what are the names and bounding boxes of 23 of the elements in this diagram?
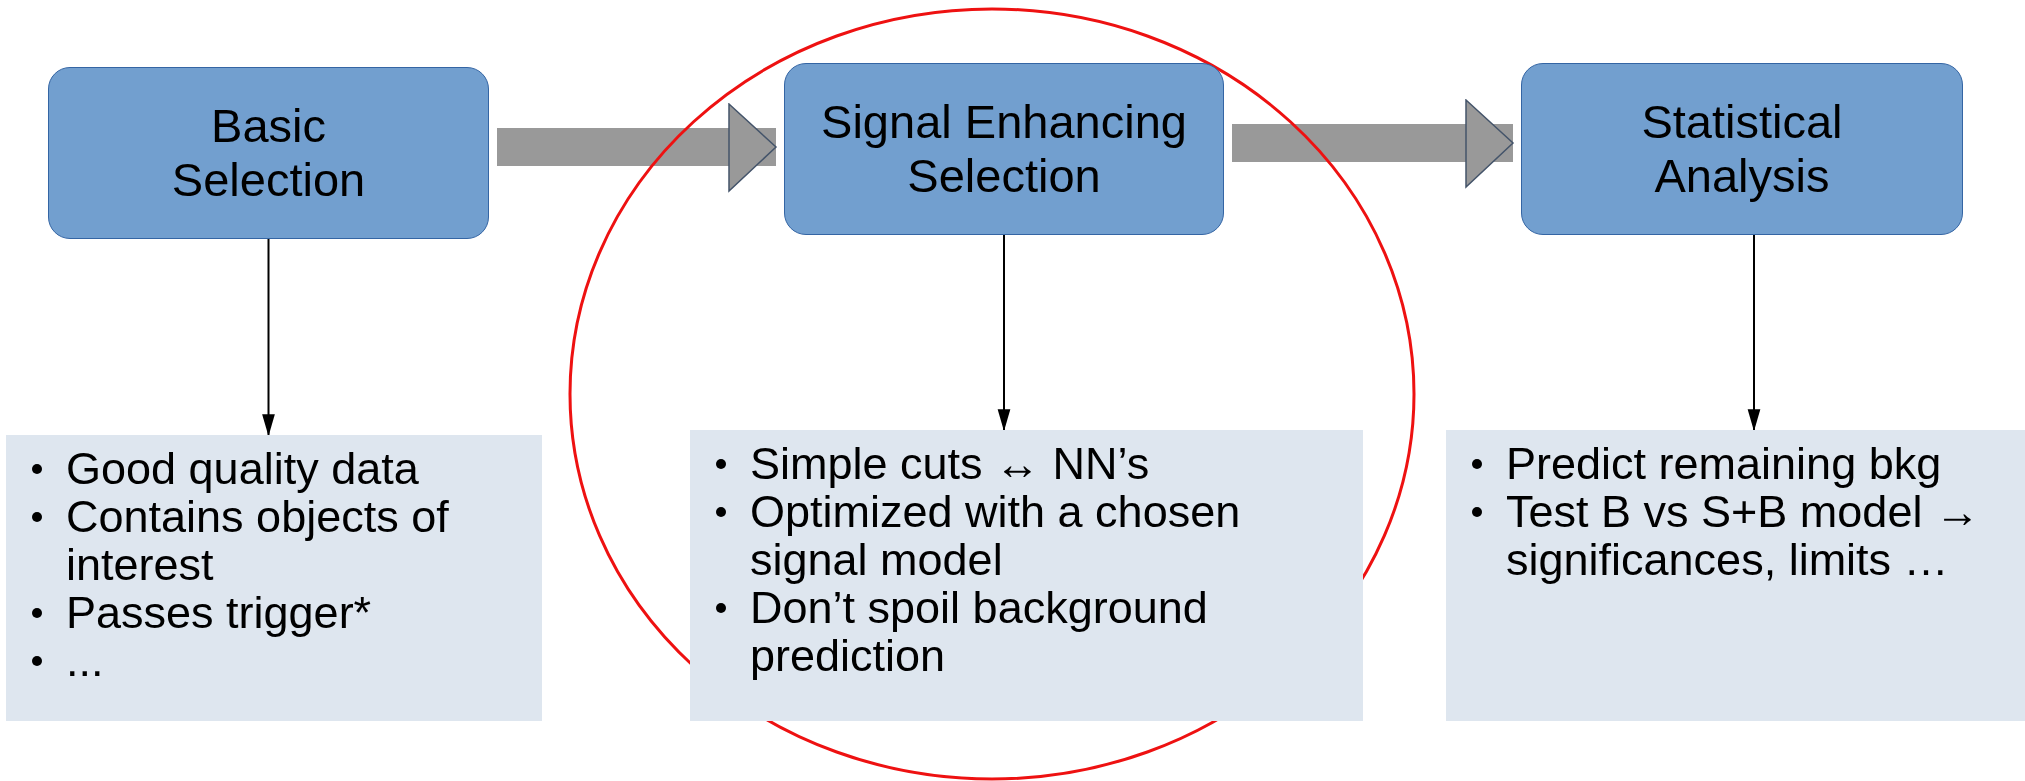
process-box <box>48 67 489 239</box>
list-item: Simple cuts ↔ NN’s <box>750 440 1150 488</box>
step-title: Statistical Analysis <box>1640 95 1844 203</box>
step-title: Basic Selection <box>170 99 367 207</box>
process-box <box>784 63 1224 235</box>
bullet-list-panel <box>6 435 542 721</box>
arrow <box>1747 234 1761 432</box>
bullet-list-panel <box>690 430 1363 721</box>
process-box <box>1521 63 1963 235</box>
block-arrow <box>497 103 777 192</box>
list-item: Test B vs S+B model → significances, limits … <box>1506 488 1981 584</box>
list-item: Optimized with a chosen signal model <box>750 488 1242 584</box>
list-item: Good quality data <box>66 445 419 493</box>
arrow <box>997 234 1011 432</box>
list-item: Don’t spoil background prediction <box>750 584 1209 680</box>
list-item: ... <box>66 637 104 685</box>
bullet-list-panel <box>1446 430 2025 721</box>
list-item: Passes trigger* <box>66 589 372 637</box>
arrow <box>262 238 275 437</box>
list-item: Predict remaining bkg <box>1506 440 1942 488</box>
list-item: Contains objects of interest <box>66 493 450 589</box>
block-arrow <box>1232 99 1514 188</box>
step-title: Signal Enhancing Selection <box>820 95 1188 203</box>
